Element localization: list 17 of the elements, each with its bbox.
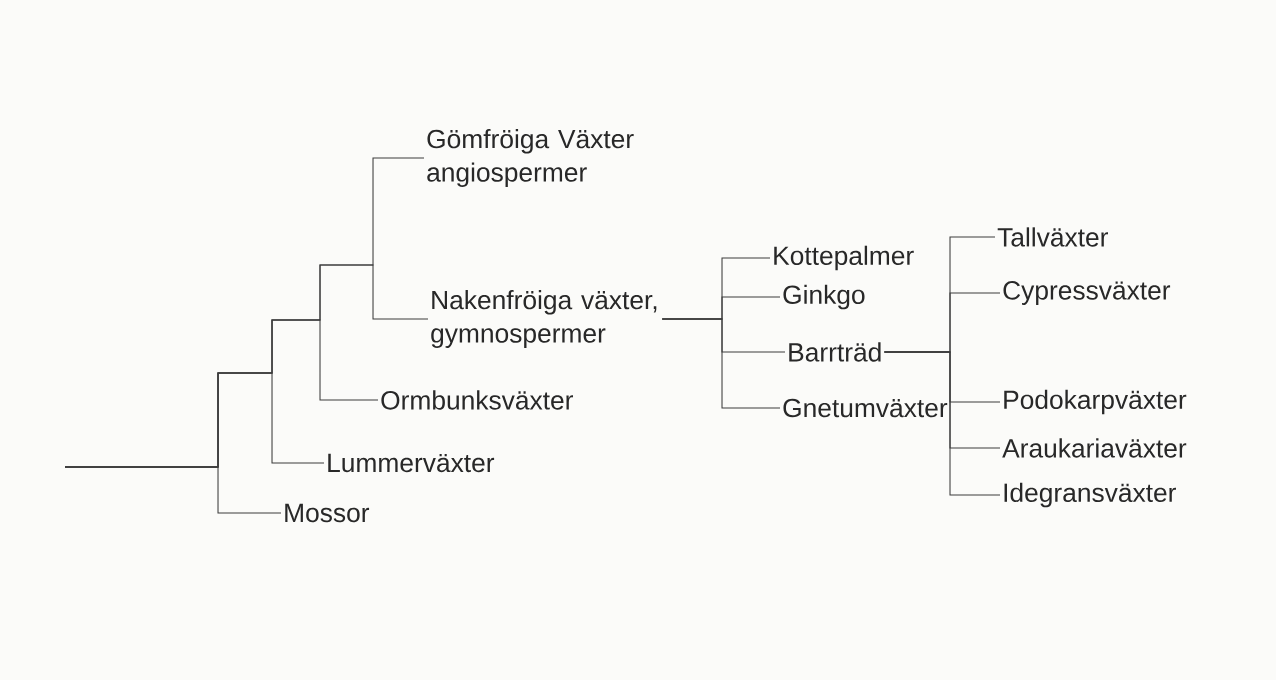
taxon-label: Idegransväxter [1004, 482, 1176, 508]
taxon-label: Araukariaväxter [1002, 438, 1187, 458]
taxon-label: Gnetumväxter [783, 398, 948, 418]
taxon-label: Barrträd [789, 342, 881, 362]
tree-branch [883, 351, 1001, 496]
taxon-label: Kottepalmer [774, 245, 914, 271]
taxon-label: Ginkgo [783, 284, 865, 310]
taxon-label: Podokarpväxter [1004, 389, 1187, 415]
tree-branch [64, 466, 282, 514]
taxon-label: Cypressväxter [1003, 281, 1171, 305]
taxon-label: Ormbunksväxter [381, 390, 573, 410]
taxon-label: Gömfröiga Växter angiospermer [427, 129, 634, 187]
taxon-label: Mossor [285, 503, 370, 523]
taxon-label: Nakenfröiga växter, gymnospermer [431, 290, 657, 348]
tree-branch [661, 318, 781, 409]
taxon-label: Lummerväxter [328, 453, 495, 473]
taxon-label: Tallväxter [997, 227, 1108, 247]
